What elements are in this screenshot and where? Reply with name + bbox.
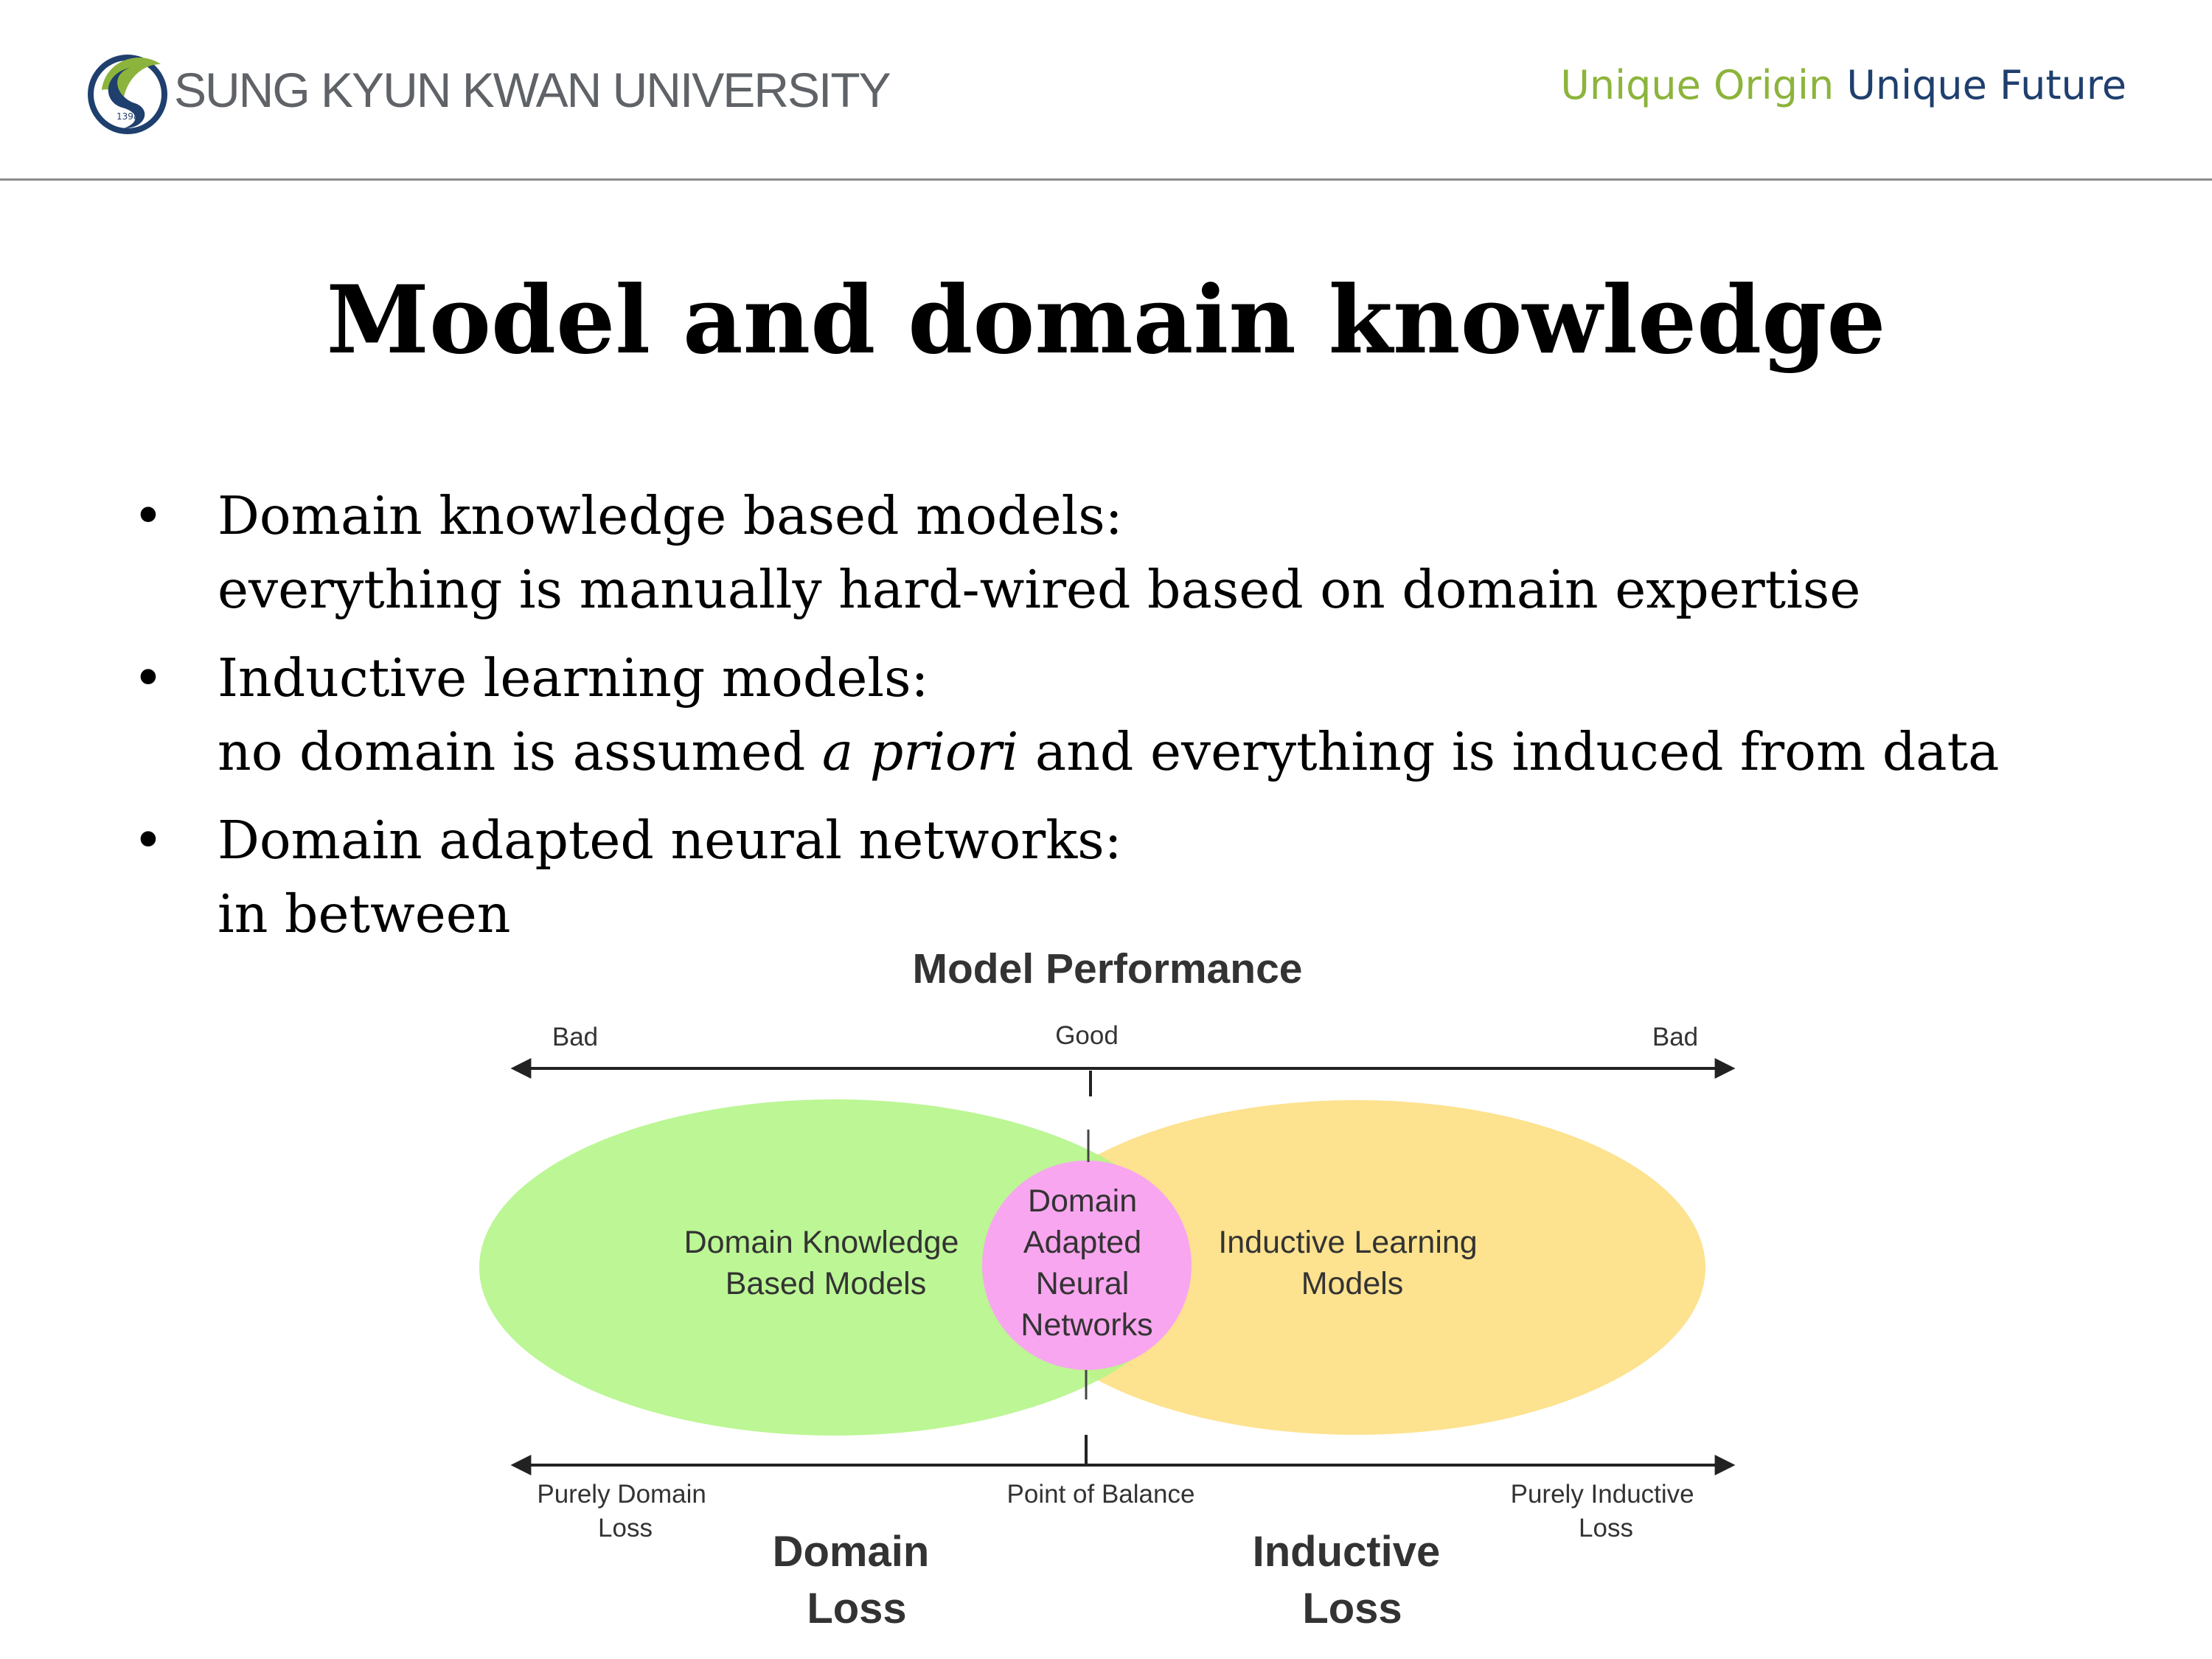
inductive-loss-label-line-2: Loss [1302, 1585, 1402, 1632]
domain-adapted-label-line-4: Networks [1020, 1307, 1152, 1343]
bullet-dot-icon: • [133, 647, 164, 709]
slogan-part-2: Unique Future [1846, 62, 2126, 108]
top-axis-right-label: Bad [1652, 1023, 1698, 1051]
domain-adapted-label-line-3: Neural [1036, 1266, 1130, 1301]
domain-adapted-circle [982, 1161, 1192, 1370]
slogan: Unique Origin Unique Future [1560, 62, 2126, 108]
domain-knowledge-label-line-2: Based Models [726, 1266, 927, 1301]
university-logo-icon: 1398 [88, 55, 167, 134]
slide-header: 1398 SUNG KYUN KWAN UNIVERSITY Unique Or… [0, 0, 2212, 181]
university-name: SUNG KYUN KWAN UNIVERSITY [174, 63, 891, 117]
bullet-body-post: and everything is induced from data [1018, 721, 2000, 782]
bullet-body: everything is manually hard-wired based … [218, 559, 1861, 620]
bullet-list: • Domain knowledge based models: everyth… [133, 479, 2183, 966]
inductive-learning-label: Inductive Learning Models [1218, 1225, 1486, 1301]
bullet-item: • Domain knowledge based models: everyth… [133, 479, 2183, 627]
inductive-loss-label: Inductive Loss [1253, 1528, 1453, 1632]
bullet-heading: Domain knowledge based models: [218, 485, 1123, 546]
domain-adapted-label-line-2: Adapted [1023, 1225, 1141, 1260]
bullet-heading: Inductive learning models: [218, 647, 929, 709]
slogan-part-1: Unique Origin [1560, 62, 1834, 108]
bullet-body-emphasis: a priori [821, 721, 1019, 782]
bottom-axis-left-label-line-1: Purely Domain [537, 1480, 706, 1509]
bottom-axis-right-label: Purely Inductive Loss [1511, 1480, 1702, 1543]
bullet-heading: Domain adapted neural networks: [218, 810, 1122, 871]
inductive-learning-label-line-2: Models [1301, 1266, 1404, 1301]
domain-knowledge-label: Domain Knowledge Based Models [684, 1225, 968, 1301]
bullet-body: no domain is assumed a priori and everyt… [218, 715, 2183, 789]
domain-knowledge-label-line-1: Domain Knowledge [684, 1225, 959, 1260]
bullet-item: • Inductive learning models: no domain i… [133, 641, 2183, 789]
bullet-body-pre: no domain is assumed [218, 721, 822, 782]
inductive-learning-ellipse [1006, 1100, 1705, 1435]
logo-year: 1398 [116, 111, 139, 122]
top-axis-center-label: Good [1055, 1021, 1119, 1050]
inductive-loss-label-line-1: Inductive [1253, 1528, 1441, 1576]
header-divider [0, 178, 2212, 181]
top-axis-left-label: Bad [552, 1023, 598, 1051]
bottom-axis-right-label-line-1: Purely Inductive [1511, 1480, 1694, 1509]
domain-adapted-label-line-1: Domain [1028, 1183, 1137, 1219]
bullet-dot-icon: • [133, 485, 164, 546]
bottom-axis-center-label: Point of Balance [1007, 1480, 1195, 1509]
domain-knowledge-ellipse [479, 1099, 1190, 1436]
bottom-axis-right-label-line-2: Loss [1579, 1514, 1633, 1543]
bullet-dot-icon: • [133, 810, 164, 871]
bullet-body: in between [218, 883, 511, 945]
bottom-axis-left-label-line-2: Loss [598, 1514, 653, 1543]
domain-loss-label-line-1: Domain [773, 1528, 930, 1576]
domain-adapted-label: Domain Adapted Neural Networks [1020, 1183, 1152, 1343]
domain-loss-label: Domain Loss [773, 1528, 942, 1632]
bottom-axis-left-label: Purely Domain Loss [537, 1480, 713, 1543]
slide-title: Model and domain knowledge [326, 265, 1886, 375]
bullet-item: • Domain adapted neural networks: in bet… [133, 804, 2183, 951]
domain-loss-label-line-2: Loss [807, 1585, 906, 1632]
diagram-title: Model Performance [913, 945, 1303, 992]
inductive-learning-label-line-1: Inductive Learning [1218, 1225, 1477, 1260]
